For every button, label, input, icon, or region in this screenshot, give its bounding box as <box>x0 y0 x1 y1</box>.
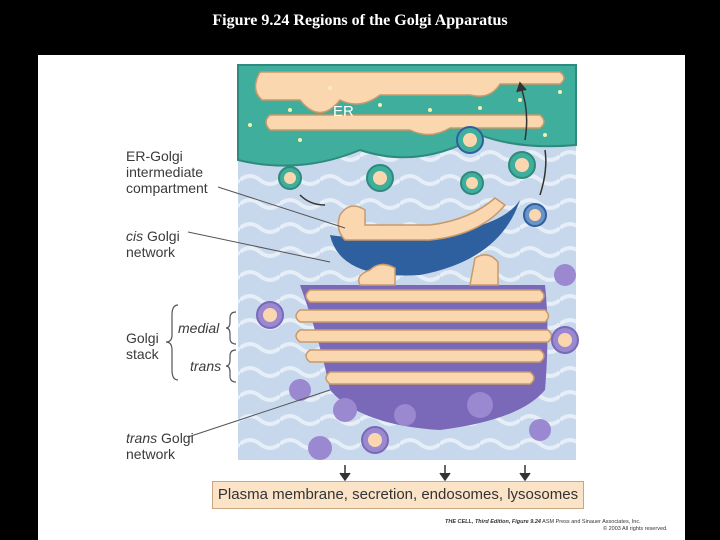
cis-word: cis <box>126 228 144 244</box>
trans-brace <box>225 349 237 383</box>
er-golgi-line-1: ER-Golgi <box>126 148 183 164</box>
figure-title: Figure 9.24 Regions of the Golgi Apparat… <box>212 12 508 29</box>
destinations-box: Plasma membrane, secretion, endosomes, l… <box>212 481 584 509</box>
credit-book: THE CELL, Third Edition, Figure 9.24 <box>445 519 541 525</box>
trans-golgi-label: trans Golgi network <box>126 430 194 462</box>
er-label: ER <box>333 103 354 120</box>
credit-publisher: ASM Press and Sinauer Associates, Inc. <box>540 519 641 525</box>
er-membrane <box>237 64 577 167</box>
trans-net-word: trans <box>126 430 158 446</box>
trans-vesicles <box>256 264 579 460</box>
er-golgi-line-3: compartment <box>126 180 208 196</box>
transport-arrows <box>299 81 547 482</box>
cis-golgi-label: cis Golgi network <box>126 228 180 260</box>
credit-text: THE CELL, Third Edition, Figure 9.24 ASM… <box>445 519 685 533</box>
cis-network-word: network <box>126 244 176 260</box>
credit-copyright: © 2003 All rights reserved. <box>603 526 668 532</box>
trans-golgi-word: Golgi <box>157 430 194 446</box>
golgi-word: Golgi <box>126 330 159 346</box>
medial-text: medial <box>178 320 220 336</box>
leader-lines <box>187 186 346 438</box>
medial-brace <box>225 311 237 345</box>
medial-label: medial <box>178 320 219 336</box>
golgi-stack-brace <box>165 304 237 383</box>
cis-golgi-network <box>330 197 547 276</box>
golgi-stack-label: Golgi stack <box>126 330 159 362</box>
stack-word: stack <box>126 346 159 362</box>
er-golgi-label: ER-Golgi intermediate compartment <box>126 148 208 196</box>
trans-network-word: network <box>126 446 176 462</box>
trans-text: trans <box>190 358 222 374</box>
trans-label: trans <box>190 358 221 374</box>
er-golgi-line-2: intermediate <box>126 164 204 180</box>
cis-golgi-word: Golgi <box>143 228 180 244</box>
er-vesicles <box>278 126 536 195</box>
